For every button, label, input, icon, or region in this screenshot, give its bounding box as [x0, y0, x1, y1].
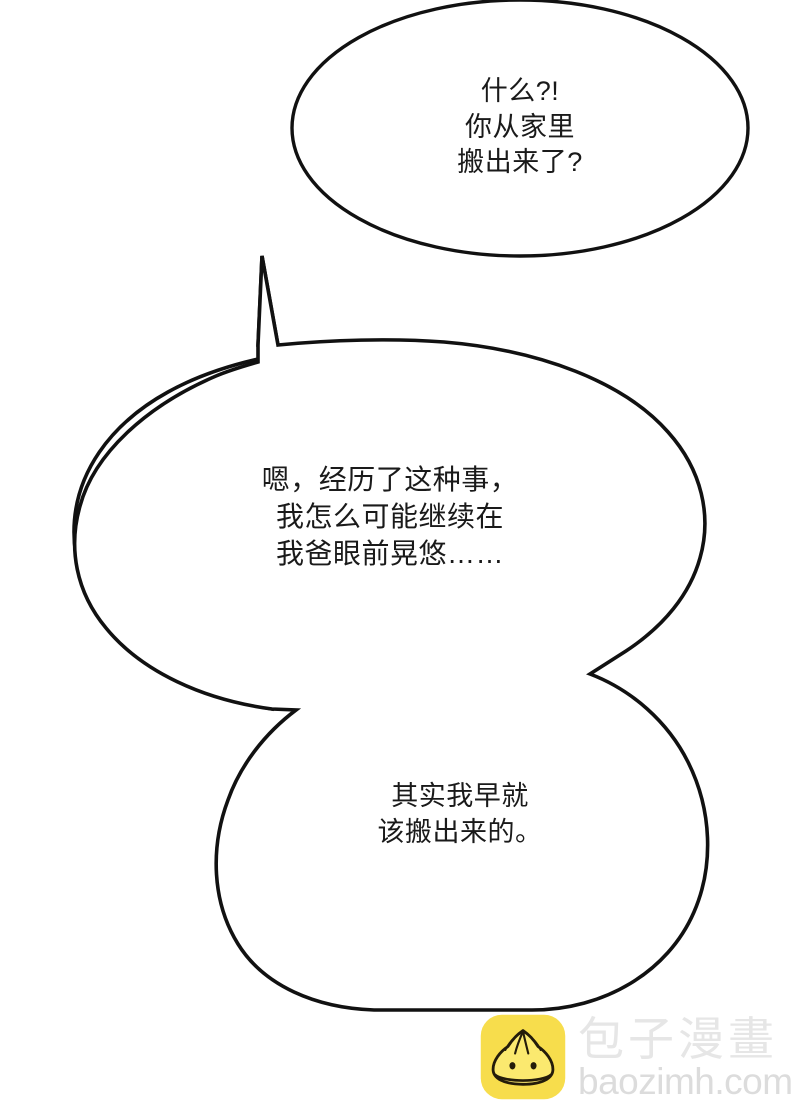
bubble-1-outline [290, 0, 750, 258]
baozi-bun-icon [480, 1014, 566, 1100]
bubble-3-text: 其实我早就 该搬出来的。 [377, 781, 543, 847]
bubble-1-text: 什么?! 你从家里 搬出来了? [457, 76, 583, 178]
merged-bubble-silhouette [72, 255, 710, 1012]
watermark-brand-cn: 包子漫畫 [578, 1013, 778, 1065]
bubble-2-text: 嗯，经历了这种事， 我怎么可能继续在 我爸眼前晃悠…… [261, 464, 519, 569]
watermark-wordmark: 包子漫畫 baozimh.com [578, 1014, 793, 1100]
watermark: 包子漫畫 baozimh.com [479, 1007, 793, 1107]
watermark-brand-domain: baozimh.com [578, 1061, 793, 1102]
